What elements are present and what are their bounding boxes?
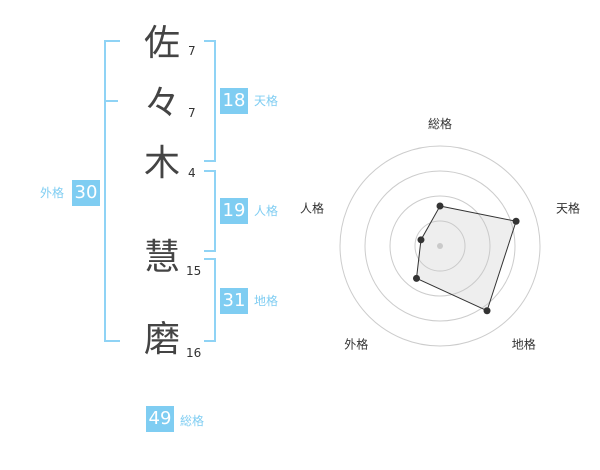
name-char-3: 木 <box>143 143 180 184</box>
radar-ring-2 <box>389 195 491 297</box>
name-char-2: 々 <box>143 83 180 124</box>
radar-axis-label-2: 天格 <box>556 200 580 215</box>
sou-value-badge: 49 <box>146 406 174 432</box>
gai-bracket-mid <box>104 100 118 102</box>
sou-label: 総格 <box>180 414 205 428</box>
radar-area <box>415 205 517 312</box>
radar-axis-label-3: 地格 <box>512 337 536 352</box>
chi-value-badge: 31 <box>220 288 248 314</box>
ten-label: 天格 <box>254 94 279 108</box>
stroke-count-4: 15 <box>186 264 202 278</box>
radar-point-5 <box>417 236 425 244</box>
stroke-count-3: 4 <box>188 166 196 180</box>
radar-point-4 <box>412 274 420 282</box>
name-char-1: 佐 <box>143 23 180 64</box>
radar-ring-1 <box>414 220 466 272</box>
radar-ring-3 <box>364 170 516 322</box>
name-char-4: 慧 <box>143 237 180 278</box>
name-char-5: 磨 <box>143 319 180 360</box>
jin-value-badge: 19 <box>220 198 248 224</box>
gai-bracket <box>104 40 120 342</box>
radar-point-1 <box>436 202 444 210</box>
chi-label: 地格 <box>254 294 279 308</box>
radar-axis-label-1: 総格 <box>428 116 452 131</box>
radar-ring-4 <box>339 145 541 347</box>
stroke-count-1: 7 <box>188 44 196 58</box>
gai-label: 外格 <box>40 186 65 200</box>
gai-value-badge: 30 <box>72 180 100 206</box>
radar-point-3 <box>483 307 491 315</box>
chi-bracket <box>204 258 216 342</box>
radar-axis-label-5: 人格 <box>300 200 324 215</box>
stroke-count-5: 16 <box>186 346 202 360</box>
radar-center-dot <box>437 243 443 249</box>
radar-axis-label-4: 外格 <box>344 337 368 352</box>
jin-label: 人格 <box>254 204 279 218</box>
ten-value-badge: 18 <box>220 88 248 114</box>
stroke-count-2: 7 <box>188 106 196 120</box>
radar-point-2 <box>512 217 520 225</box>
ten-bracket <box>204 40 216 162</box>
jin-bracket <box>204 170 216 252</box>
